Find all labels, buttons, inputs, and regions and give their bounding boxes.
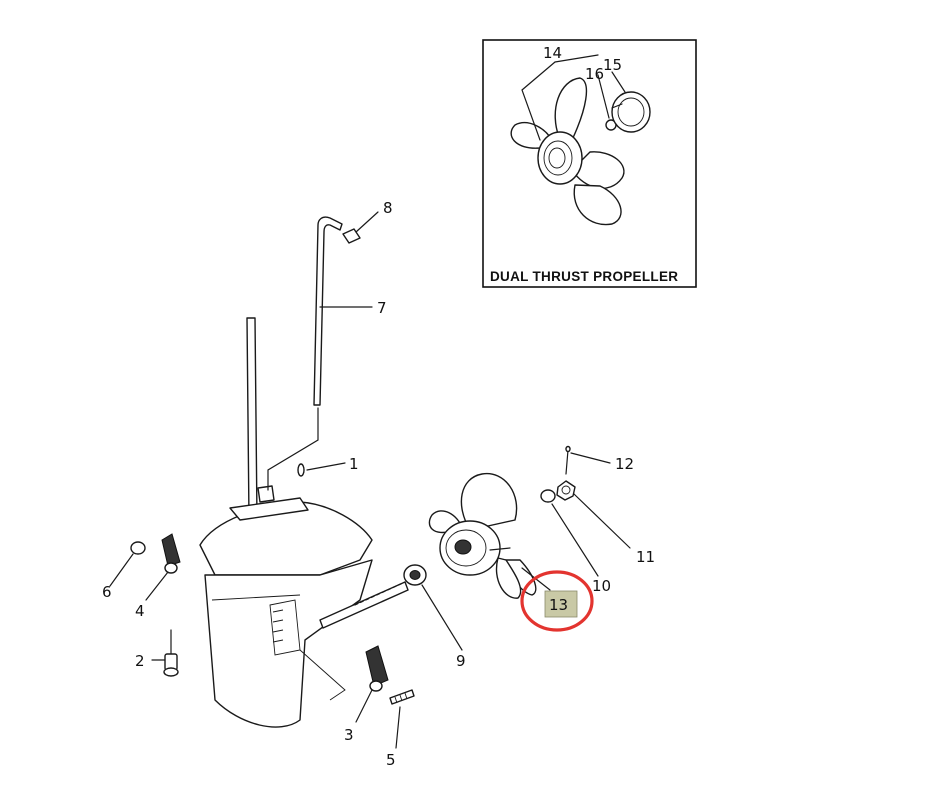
highlight-circle: [520, 570, 594, 632]
part-13-propeller: [428, 473, 537, 599]
callout-5: 5: [386, 751, 396, 769]
callout-11: 11: [636, 548, 655, 566]
inset-title: DUAL THRUST PROPELLER: [490, 269, 678, 284]
part-1-dowel: [297, 463, 305, 477]
callout-4: 4: [135, 602, 145, 620]
inset-label-15: 15: [603, 56, 622, 74]
highlighted-callout-13: 13: [520, 570, 594, 632]
part-4-anode: [161, 533, 181, 574]
callout-6: 6: [102, 583, 112, 601]
lower-unit-housing: [199, 317, 409, 728]
part-2-bolt: [163, 629, 179, 677]
part-9-thrust-washer: [403, 564, 427, 586]
callout-12: 12: [615, 455, 634, 473]
callout-13: 13: [549, 596, 568, 614]
callout-13-background: [544, 590, 578, 618]
part-11-nut: [556, 480, 576, 501]
callout-1: 1: [349, 455, 359, 473]
part-5-screw: [389, 689, 415, 705]
leader-lines: [109, 211, 631, 749]
callout-2: 2: [135, 652, 145, 670]
callout-labels: 1 2 3 4 5 6 7 8 9 10 11 12: [102, 199, 655, 769]
inset-label-14: 14: [543, 44, 562, 62]
callout-7: 7: [377, 299, 387, 317]
shift-rod: [267, 216, 343, 491]
part-3-anode: [365, 645, 389, 692]
callout-8: 8: [383, 199, 393, 217]
part-6-nut: [130, 541, 146, 555]
dual-thrust-propeller-inset: 14 16 15 DUAL THRUST PROPELLER: [482, 39, 697, 288]
part-10-washer: [540, 489, 556, 503]
callout-9: 9: [456, 652, 466, 670]
inset-label-16: 16: [585, 65, 604, 83]
callout-3: 3: [344, 726, 354, 744]
callout-10: 10: [592, 577, 611, 595]
part-12-cotter-pin: [565, 445, 571, 475]
